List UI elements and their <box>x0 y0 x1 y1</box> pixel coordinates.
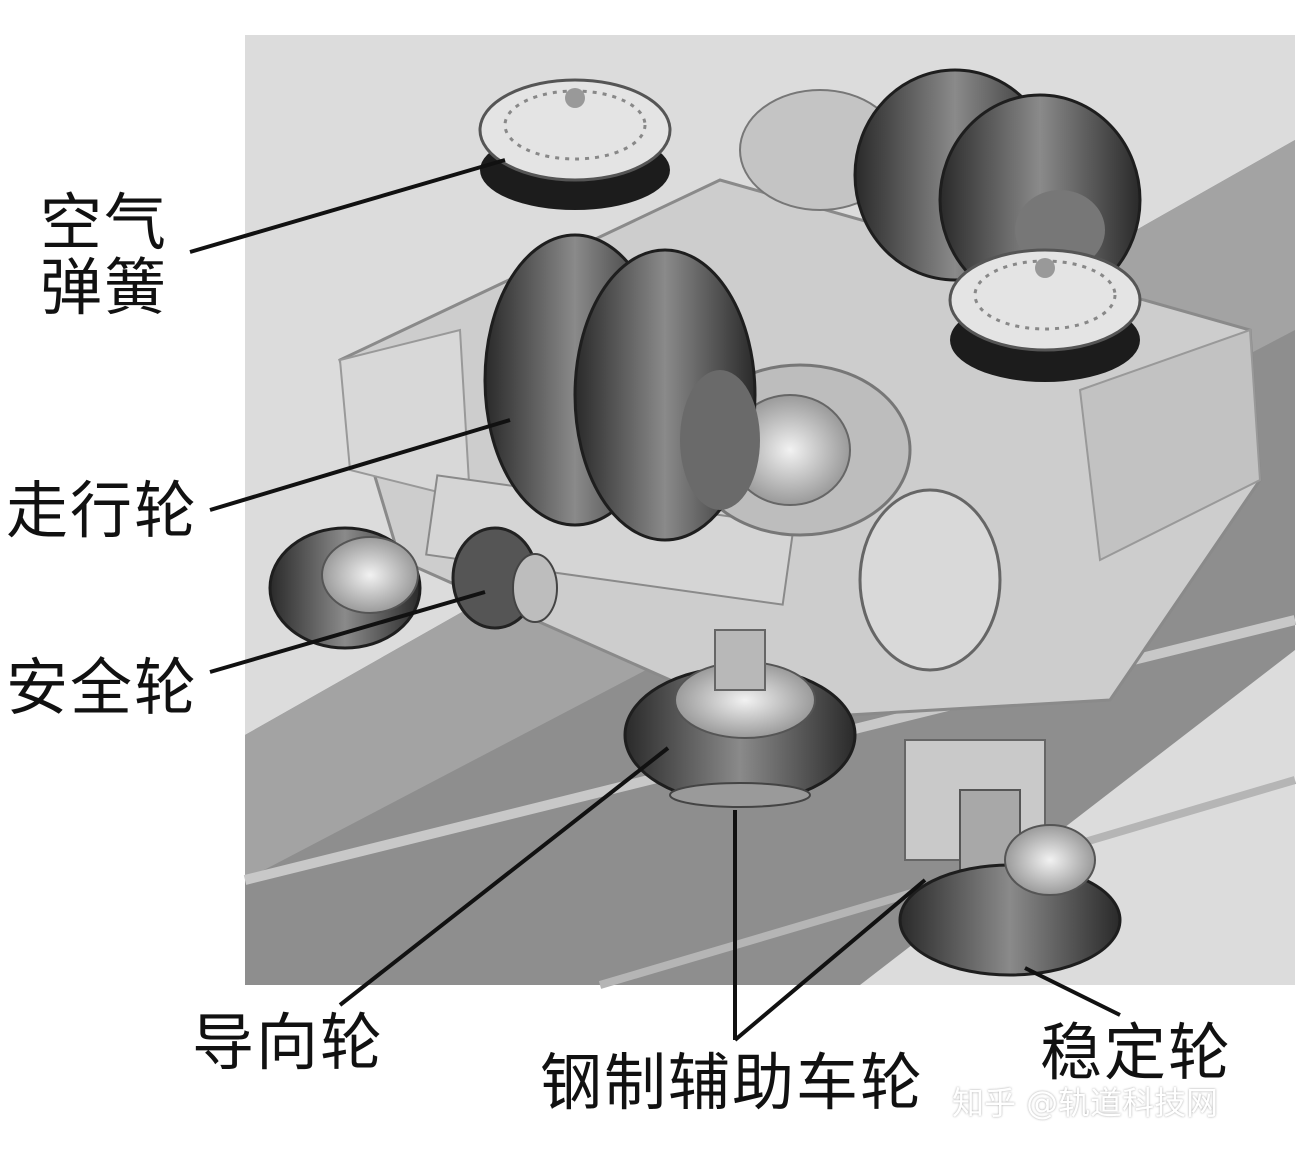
label-stabilizing-wheel: 稳定轮 <box>1040 1016 1233 1089</box>
brake-disc <box>858 488 1002 672</box>
leader-running-wheel <box>209 418 511 512</box>
leader-steel-wheel-b <box>733 878 927 1042</box>
leader-guide-wheel <box>338 746 670 1007</box>
left-guide-wheel-shape <box>268 526 422 650</box>
label-safety-wheel: 安全轮 <box>6 651 199 724</box>
label-guide-wheel: 导向轮 <box>192 1006 385 1079</box>
watermark: 知乎 @轨道科技网 <box>952 1084 1219 1122</box>
frame-right-box <box>1078 328 1262 562</box>
label-running-wheel: 走行轮 <box>6 474 199 547</box>
leader-stabilizing-wheel <box>1024 966 1121 1017</box>
leader-lines <box>189 158 1121 1042</box>
label-steel-auxiliary-wheel: 钢制辅助车轮 <box>540 1046 925 1119</box>
label-air-spring: 空气弹簧 <box>40 186 169 325</box>
stabilizing-wheel-shape <box>898 739 1122 977</box>
front-wheel-hub <box>680 370 760 510</box>
leader-air-spring <box>189 158 506 254</box>
air-spring-front <box>478 78 672 210</box>
safety-wheel-shape <box>451 526 558 630</box>
air-spring-rear <box>948 248 1142 382</box>
leader-safety-wheel <box>209 590 486 674</box>
guide-wheel-shape <box>623 629 857 808</box>
